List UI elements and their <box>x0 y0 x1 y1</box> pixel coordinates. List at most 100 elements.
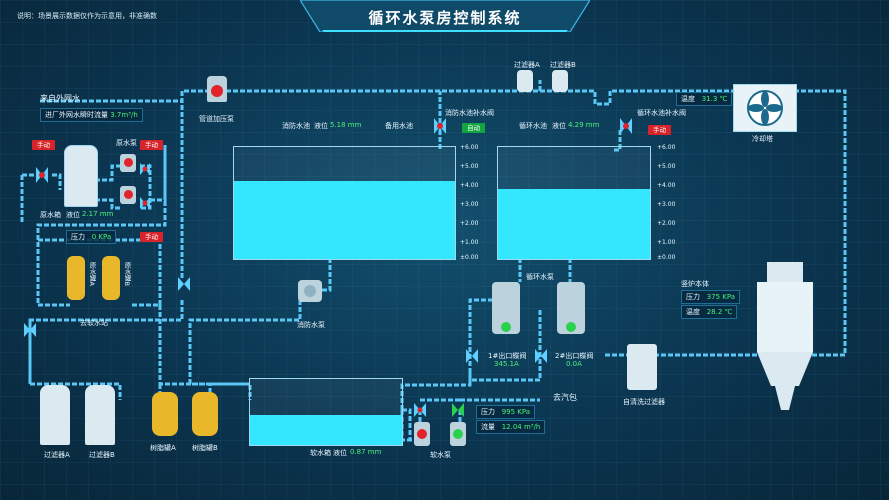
resin-tank-b <box>192 392 218 436</box>
soft-pump-pressure-panel: 压力 995 KPa <box>476 405 536 419</box>
raw-tank-manual-button[interactable]: 手动 <box>32 140 55 150</box>
softener-tank-a-name: 原水罐 <box>88 262 96 282</box>
soft-valve-1-icon[interactable] <box>414 402 426 417</box>
inlet-flow-label: 进厂外网水瞬时流量 <box>45 111 108 119</box>
boiler-temp-value: 28.2 ℃ <box>706 308 733 316</box>
top-filter-a-label: 过滤器A <box>514 61 540 69</box>
softener-pressure-value: 0 KPa <box>91 233 112 241</box>
resin-tank-a-label: 树脂罐A <box>150 444 176 452</box>
fire-pump-icon[interactable] <box>298 280 322 302</box>
raw-level-label: 液位 <box>66 211 80 219</box>
soft-pump-pressure-label: 压力 <box>481 408 495 416</box>
cooling-temp-value: 31.3 ℃ <box>701 95 728 103</box>
butterfly-valve-2-icon[interactable] <box>535 348 547 363</box>
circ-pool-tank <box>497 146 651 260</box>
softener-tank-b-label: 原水罐B <box>122 262 132 286</box>
soft-pump-2-icon[interactable] <box>450 422 466 446</box>
left-scale-tick: +2.00 <box>460 220 479 227</box>
inlet-flow-panel: 进厂外网水瞬时流量 3.7m³/h <box>40 108 143 122</box>
circ-makeup-manual-button[interactable]: 手动 <box>648 125 671 135</box>
bottom-filter-b <box>85 385 115 445</box>
circ-pool-name: 循环水池 <box>519 122 547 130</box>
left-scale-tick: +4.00 <box>460 182 479 189</box>
soft-pump-label: 软水泵 <box>430 451 451 459</box>
soft-tank-level-label: 液位 <box>333 449 347 457</box>
butterfly-valve-1-icon[interactable] <box>466 348 478 363</box>
soft-water-tank <box>249 378 403 446</box>
raw-pump-2-icon[interactable] <box>120 186 136 204</box>
butterfly-2-label: 2#出口蝶阀 <box>555 352 594 360</box>
right-scale-tick: +1.00 <box>657 239 676 246</box>
top-filter-a <box>517 70 533 92</box>
soft-water-level <box>250 415 402 445</box>
left-scale-tick: +3.00 <box>460 201 479 208</box>
circ-pool-level-value: 4.29 mm <box>568 121 600 129</box>
softener-pressure-panel: 压力 0 KPa <box>66 230 117 244</box>
bottom-filter-b-label: 过滤器B <box>89 451 115 459</box>
soft-pump-flow-label: 流量 <box>481 423 495 431</box>
resin-tank-b-label: 树脂罐B <box>192 444 218 452</box>
raw-pump-valve-1-icon[interactable] <box>140 160 150 175</box>
raw-level-value: 2.17 mm <box>82 210 114 218</box>
circ-pump-2-icon[interactable] <box>557 282 585 334</box>
raw-pump-label: 原水泵 <box>116 139 137 147</box>
softener-pressure-label: 压力 <box>71 233 85 241</box>
left-scale-tick: +5.00 <box>460 163 479 170</box>
fire-pool-tank <box>233 146 456 260</box>
softener-tank-a <box>67 256 85 300</box>
left-scale-tick: +1.00 <box>460 239 479 246</box>
backup-pool-label: 备用水池 <box>385 122 413 130</box>
softener-tank-b-name: 原水罐 <box>123 262 131 282</box>
softener-tank-b <box>102 256 120 300</box>
raw-pump-valve-2-icon[interactable] <box>140 194 150 209</box>
soft-station-label: 去软水站 <box>80 319 108 327</box>
cooling-tower <box>733 84 797 132</box>
circ-makeup-valve-icon[interactable] <box>620 118 632 134</box>
right-scale-tick: ±0.00 <box>657 254 676 261</box>
makeup-valve-icon[interactable] <box>434 118 446 134</box>
disclaimer-note: 说明：场景展示数据仅作为示意用，非准确数 <box>17 12 157 20</box>
fire-pool-name: 消防水池 <box>282 122 310 130</box>
bottom-filter-a <box>40 385 70 445</box>
page-title: 循环水泵房控制系统 <box>368 9 522 27</box>
soft-valve-2-icon[interactable] <box>452 402 464 417</box>
butterfly-2-value: 0.0A <box>566 360 582 368</box>
left-scale-tick: +6.00 <box>460 144 479 151</box>
cooling-tower-label: 冷却塔 <box>752 135 773 143</box>
boiler-pressure-label: 压力 <box>686 293 700 301</box>
raw-pump-manual-button[interactable]: 手动 <box>140 140 163 150</box>
butterfly-1-label: 1#出口蝶阀 <box>488 352 527 360</box>
title-banner: 循环水泵房控制系统 <box>300 0 590 32</box>
station-valve-icon[interactable] <box>24 322 36 337</box>
top-filter-b <box>552 70 568 92</box>
soft-pump-flow-panel: 流量 12.04 m³/h <box>476 420 546 434</box>
makeup-valve-label: 消防水池补水阀 <box>445 109 494 117</box>
pressure-pump-icon[interactable] <box>207 76 227 102</box>
soft-pump-1-icon[interactable] <box>414 422 430 446</box>
fire-valve-icon[interactable] <box>178 276 190 291</box>
circ-pool-water <box>498 189 650 259</box>
right-scale-tick: +3.00 <box>657 201 676 208</box>
steam-label: 去汽包 <box>553 393 577 402</box>
fire-pool-water <box>234 181 455 259</box>
soft-pump-pressure-value: 995 KPa <box>501 408 531 416</box>
resin-tank-a <box>152 392 178 436</box>
bottom-filter-a-label: 过滤器A <box>44 451 70 459</box>
boiler-body <box>757 262 813 410</box>
boiler-pressure-value: 375 KPa <box>706 293 736 301</box>
circ-pump-label: 循环水泵 <box>526 273 554 281</box>
fire-pump-label: 消防水泵 <box>297 321 325 329</box>
makeup-auto-button[interactable]: 自动 <box>462 123 485 133</box>
raw-pump-1-icon[interactable] <box>120 154 136 172</box>
fire-pool-level-label: 液位 <box>314 122 328 130</box>
inlet-flow-value: 3.7m³/h <box>110 111 138 119</box>
circ-pump-1-icon[interactable] <box>492 282 520 334</box>
softener-tank-a-sub: A <box>88 281 96 286</box>
boiler-label: 竖炉本体 <box>681 280 709 288</box>
raw-inlet-valve-icon[interactable] <box>36 167 48 183</box>
circ-pool-level-label: 液位 <box>552 122 566 130</box>
boiler-pressure-panel: 压力 375 KPa <box>681 290 741 304</box>
right-scale-tick: +6.00 <box>657 144 676 151</box>
circ-makeup-label: 循环水池补水阀 <box>637 109 686 117</box>
softener-manual-button[interactable]: 手动 <box>140 232 163 242</box>
